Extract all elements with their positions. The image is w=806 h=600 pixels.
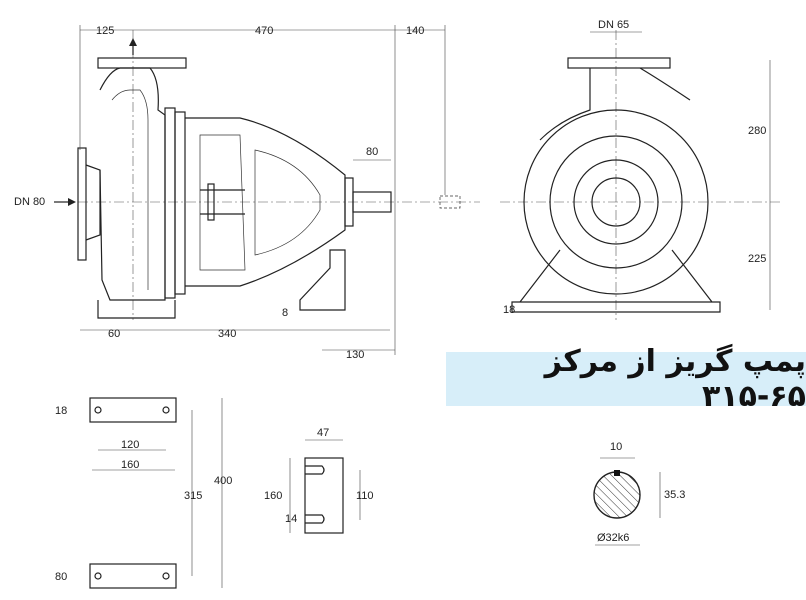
dim-400: 400: [214, 475, 232, 487]
dim-diameter: Ø32k6: [597, 532, 629, 544]
side-view: 125 470 140 80 DN 80 8 60 340 130: [14, 25, 480, 361]
dim-18: 18: [55, 405, 67, 417]
dim-80: 80: [55, 571, 67, 583]
dim-125: 125: [96, 25, 114, 37]
dim-80: 80: [366, 146, 378, 158]
dim-dn80: DN 80: [14, 196, 45, 208]
dim-120: 120: [121, 439, 139, 451]
title: پمپ گریز از مرکز ۶۵-۳۱۵: [544, 344, 806, 414]
dim-8: 8: [282, 307, 288, 319]
shaft-section: 10 35.3 Ø32k6: [593, 441, 685, 546]
dim-dn65: DN 65: [598, 19, 629, 31]
dim-130: 130: [346, 349, 364, 361]
dim-340: 340: [218, 328, 236, 340]
dim-160: 160: [264, 490, 282, 502]
dim-14: 14: [285, 513, 297, 525]
dim-315: 315: [184, 490, 202, 502]
dim-60: 60: [108, 328, 120, 340]
foot-detail: 47 160 110 14: [264, 427, 374, 534]
dim-160: 160: [121, 459, 139, 471]
dim-47: 47: [317, 427, 329, 439]
front-view: DN 65 280 225 18: [500, 19, 780, 320]
foot-plan: 18 120 160 315 400 80: [55, 397, 232, 589]
dim-35-3: 35.3: [664, 489, 685, 501]
dim-10: 10: [610, 441, 622, 453]
dim-225: 225: [748, 253, 766, 265]
dim-18: 18: [503, 304, 515, 316]
dim-140: 140: [406, 25, 424, 37]
title-banner: پمپ گریز از مرکز ۶۵-۳۱۵: [446, 344, 806, 414]
dim-470: 470: [255, 25, 273, 37]
dim-110: 110: [356, 490, 374, 502]
dim-280: 280: [748, 125, 766, 137]
